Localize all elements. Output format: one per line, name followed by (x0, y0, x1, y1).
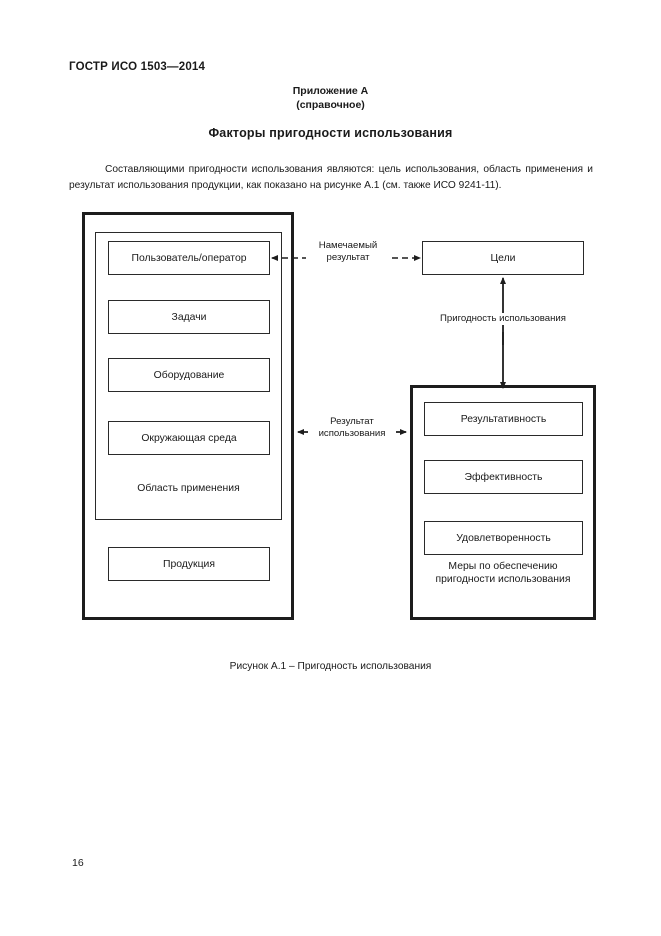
left-outer-container (82, 212, 294, 620)
edge-label-intended-result-line2: результат (326, 252, 370, 263)
right-outer-container (410, 385, 596, 620)
usability-measures-label-line1: Меры по обеспечению (448, 560, 558, 572)
node-product-label: Продукция (163, 558, 215, 570)
node-product: Продукция (108, 547, 270, 581)
edge-label-intended-result-line1: Намечаемый (318, 240, 378, 251)
node-tasks-label: Задачи (171, 311, 207, 323)
node-satisfaction-label: Удовлетворенность (456, 532, 551, 544)
annex-subtitle: (справочное) (296, 99, 365, 111)
context-of-use-group (95, 232, 282, 520)
usability-measures-group-label: Меры по обеспечению пригодности использо… (412, 558, 594, 588)
edge-label-usability: Пригодность использования (408, 313, 598, 325)
annex-heading: Приложение А (справочное) (0, 84, 661, 112)
usability-measures-label-line2: пригодности использования (435, 574, 571, 585)
node-satisfaction: Удовлетворенность (424, 521, 583, 555)
standard-header: ГОСТР ИСО 1503—2014 (69, 61, 206, 73)
edge-label-usability-line1: Пригодность использования (440, 313, 566, 324)
node-effectiveness: Результативность (424, 402, 583, 436)
node-efficiency: Эффективность (424, 460, 583, 494)
edge-label-intended-result: Намечаемый результат (306, 240, 390, 264)
context-of-use-group-label: Область применения (137, 483, 240, 495)
node-user-operator: Пользователь/оператор (108, 241, 270, 275)
edge-label-result-of-use-line2: использования (318, 428, 386, 439)
node-environment-label: Окружающая среда (141, 432, 237, 444)
figure-caption: Рисунок А.1 – Пригодность использования (229, 661, 432, 672)
node-environment: Окружающая среда (108, 421, 270, 455)
node-goals: Цели (422, 241, 584, 275)
annex-title: Приложение А (292, 85, 369, 97)
page-title: Факторы пригодности использования (208, 126, 453, 140)
edge-label-result-of-use: Результат использования (308, 416, 396, 440)
node-equipment: Оборудование (108, 358, 270, 392)
body-paragraph: Составляющими пригодности использования … (69, 164, 593, 191)
node-effectiveness-label: Результативность (460, 413, 547, 425)
node-user-operator-label: Пользователь/оператор (131, 252, 247, 264)
node-goals-label: Цели (490, 252, 516, 264)
edge-label-result-of-use-line1: Результат (330, 416, 374, 427)
node-equipment-label: Оборудование (153, 369, 225, 381)
node-tasks: Задачи (108, 300, 270, 334)
node-efficiency-label: Эффективность (464, 471, 543, 483)
page-number: 16 (72, 857, 84, 869)
